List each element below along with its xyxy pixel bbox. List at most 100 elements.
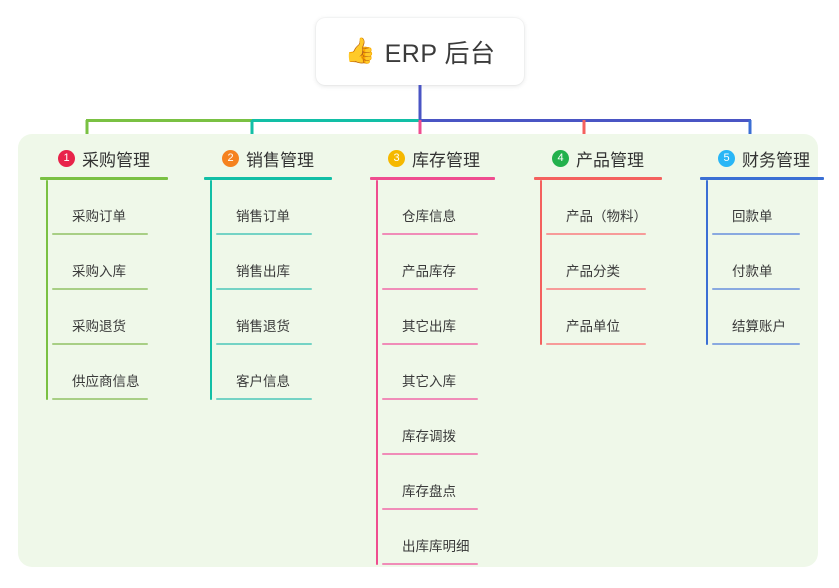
leaf-item-underline: [52, 233, 148, 235]
leaf-item-underline: [382, 343, 478, 345]
leaf-item[interactable]: 产品分类: [540, 235, 662, 290]
branch-underline: [534, 177, 662, 180]
leaf-item-label: 采购入库: [72, 264, 126, 279]
branch-column-4: 4 产品管理产品（物料） 产品分类产品单位: [534, 146, 662, 345]
branch-number-badge: 3: [388, 149, 405, 167]
leaf-item-underline: [216, 233, 312, 235]
leaf-item-underline: [52, 398, 148, 400]
thumbs-up-icon: 👍: [344, 37, 376, 65]
branch-title: 采购管理: [82, 150, 150, 170]
leaf-item-label: 库存盘点: [402, 484, 456, 499]
branch-spine: [540, 180, 542, 345]
branch-number-badge: 5: [718, 149, 735, 167]
leaf-item-label: 仓库信息: [402, 209, 456, 224]
branch-number-badge: 2: [222, 149, 239, 167]
branch-items: 仓库信息产品库存其它出库其它入库库存调拨库存盘点出库库明细: [370, 180, 495, 565]
leaf-item-label: 其它出库: [402, 319, 456, 334]
leaf-item[interactable]: 销售订单: [210, 180, 332, 235]
leaf-item[interactable]: 销售退货: [210, 290, 332, 345]
leaf-item-underline: [216, 288, 312, 290]
leaf-item[interactable]: 库存调拨: [376, 400, 495, 455]
leaf-item-label: 销售出库: [236, 264, 290, 279]
leaf-item[interactable]: 仓库信息: [376, 180, 495, 235]
branch-header-2[interactable]: 2 销售管理: [204, 146, 332, 170]
branch-column-3: 3 库存管理仓库信息产品库存其它出库其它入库库存调拨库存盘点出库库明细: [370, 146, 495, 565]
leaf-item[interactable]: 其它入库: [376, 345, 495, 400]
leaf-item-label: 产品单位: [566, 319, 620, 334]
leaf-item[interactable]: 采购退货: [46, 290, 168, 345]
leaf-item[interactable]: 采购订单: [46, 180, 168, 235]
branch-underline: [700, 177, 824, 180]
branch-title: 产品管理: [576, 150, 644, 170]
branch-number-badge: 4: [552, 149, 569, 167]
branch-column-5: 5 财务管理回款单付款单结算账户: [700, 146, 824, 345]
root-node[interactable]: 👍 ERP 后台: [316, 18, 524, 85]
leaf-item-label: 销售订单: [236, 209, 290, 224]
leaf-item[interactable]: 供应商信息: [46, 345, 168, 400]
branch-title: 财务管理: [742, 150, 810, 170]
columns-container: 1 采购管理采购订单采购入库采购退货供应商信息 2 销售管理销售订单销售出库销售退货客…: [18, 134, 824, 567]
leaf-item[interactable]: 客户信息: [210, 345, 332, 400]
leaf-item-label: 回款单: [732, 209, 773, 224]
leaf-item-underline: [712, 288, 800, 290]
branch-column-2: 2 销售管理销售订单销售出库销售退货客户信息: [204, 146, 332, 400]
branch-spine: [706, 180, 708, 345]
leaf-item-underline: [216, 343, 312, 345]
root-node-title: ERP 后台: [384, 39, 496, 68]
leaf-item-underline: [52, 288, 148, 290]
leaf-item-underline: [216, 398, 312, 400]
branch-header-5[interactable]: 5 财务管理: [700, 146, 824, 170]
leaf-item-underline: [382, 398, 478, 400]
leaf-item-underline: [712, 233, 800, 235]
leaf-item-underline: [52, 343, 148, 345]
branch-items: 销售订单销售出库销售退货客户信息: [204, 180, 332, 400]
leaf-item-underline: [382, 233, 478, 235]
leaf-item[interactable]: 采购入库: [46, 235, 168, 290]
branch-spine: [376, 180, 378, 565]
leaf-item[interactable]: 产品单位: [540, 290, 662, 345]
diagram-panel: [18, 134, 818, 567]
leaf-item[interactable]: 付款单: [706, 235, 824, 290]
leaf-item[interactable]: 产品（物料）: [540, 180, 662, 235]
branch-title: 销售管理: [246, 150, 314, 170]
leaf-item-underline: [382, 288, 478, 290]
leaf-item-label: 付款单: [732, 264, 773, 279]
leaf-item-label: 供应商信息: [72, 374, 140, 389]
leaf-item-label: 产品分类: [566, 264, 620, 279]
branch-spine: [46, 180, 48, 400]
branch-header-4[interactable]: 4 产品管理: [534, 146, 662, 170]
leaf-item[interactable]: 产品库存: [376, 235, 495, 290]
branch-header-1[interactable]: 1 采购管理: [40, 146, 168, 170]
leaf-item[interactable]: 回款单: [706, 180, 824, 235]
leaf-item-label: 结算账户: [732, 319, 786, 334]
leaf-item-label: 销售退货: [236, 319, 290, 334]
branch-number-badge: 1: [58, 149, 75, 167]
leaf-item-underline: [382, 563, 478, 565]
branch-underline: [370, 177, 495, 180]
branch-items: 回款单付款单结算账户: [700, 180, 824, 345]
leaf-item-label: 采购退货: [72, 319, 126, 334]
leaf-item[interactable]: 销售出库: [210, 235, 332, 290]
leaf-item-label: 库存调拨: [402, 429, 456, 444]
branch-title: 库存管理: [412, 150, 480, 170]
leaf-item-underline: [712, 343, 800, 345]
branch-items: 采购订单采购入库采购退货供应商信息: [40, 180, 168, 400]
leaf-item[interactable]: 其它出库: [376, 290, 495, 345]
branch-items: 产品（物料） 产品分类产品单位: [534, 180, 662, 345]
leaf-item-label: 产品（物料）: [566, 209, 647, 224]
branch-header-3[interactable]: 3 库存管理: [370, 146, 495, 170]
branch-underline: [204, 177, 332, 180]
leaf-item[interactable]: 出库库明细: [376, 510, 495, 565]
leaf-item-label: 出库库明细: [402, 539, 470, 554]
leaf-item-underline: [382, 508, 478, 510]
branch-spine: [210, 180, 212, 400]
leaf-item-label: 产品库存: [402, 264, 456, 279]
branch-underline: [40, 177, 168, 180]
leaf-item[interactable]: 结算账户: [706, 290, 824, 345]
leaf-item-underline: [546, 288, 646, 290]
branch-column-1: 1 采购管理采购订单采购入库采购退货供应商信息: [40, 146, 168, 400]
leaf-item[interactable]: 库存盘点: [376, 455, 495, 510]
leaf-item-underline: [546, 233, 646, 235]
leaf-item-label: 客户信息: [236, 374, 290, 389]
